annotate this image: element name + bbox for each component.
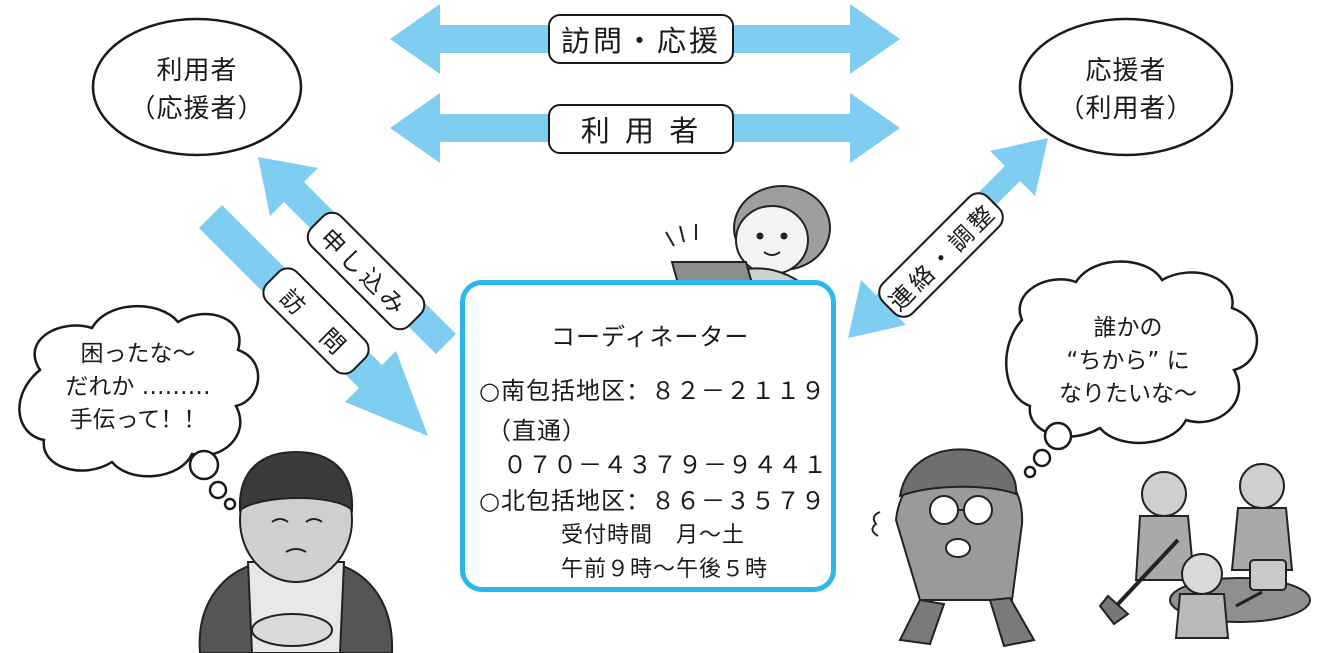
running-man-illustration <box>871 448 1036 648</box>
right-bubble-line3: なりたいな～ <box>1059 381 1197 407</box>
right-party-ellipse <box>1018 17 1234 157</box>
left-party-line2: （応援者） <box>129 94 265 124</box>
right-thought-bubble <box>1005 260 1259 479</box>
right-party-label: 応援者 （利用者） <box>1038 52 1214 128</box>
right-party-line1: 応援者 <box>1085 56 1167 86</box>
left-bubble-line2: だれか ……… <box>65 374 211 400</box>
cleaning-volunteers-illustration <box>1098 463 1311 639</box>
right-bubble-line1: 誰かの <box>1093 315 1163 341</box>
left-thought-bubble <box>18 304 260 511</box>
worried-woman-illustration <box>198 450 394 653</box>
left-party-label: 利用者 （応援者） <box>110 52 284 128</box>
reception-hours-time: 午前９時～午後５時 <box>561 557 769 582</box>
south-district-phone: ○南包括地区：８２－２１１９ <box>479 377 826 405</box>
user-label: 利 用 者 <box>548 104 734 154</box>
left-party-line1: 利用者 <box>156 56 238 86</box>
direct-line-label: （直通） <box>487 417 587 445</box>
left-bubble-line1: 困ったな～ <box>80 341 196 367</box>
direct-line-number: ０７０－４３７９－９４４１ <box>503 451 828 479</box>
coordinator-box: コーディネーター ○南包括地区：８２－２１１９ （直通） ０７０－４３７９－９４… <box>460 280 836 592</box>
north-district-phone: ○北包括地区：８６－３５７９ <box>479 487 826 515</box>
left-bubble-line3: 手伝って！！ <box>69 407 207 433</box>
coordinator-title: コーディネーター <box>551 323 750 351</box>
visit-support-label: 訪問・応援 <box>548 14 734 64</box>
right-bubble-line2: “ちから” に <box>1066 348 1190 374</box>
reception-hours-days: 受付時間 月～土 <box>561 523 746 548</box>
right-party-line2: （利用者） <box>1058 94 1194 124</box>
right-bubble-text: 誰かの “ちから” に なりたいな～ <box>1030 312 1226 411</box>
left-party-ellipse <box>91 17 303 157</box>
left-bubble-text: 困ったな～ だれか ……… 手伝って！！ <box>40 338 236 437</box>
